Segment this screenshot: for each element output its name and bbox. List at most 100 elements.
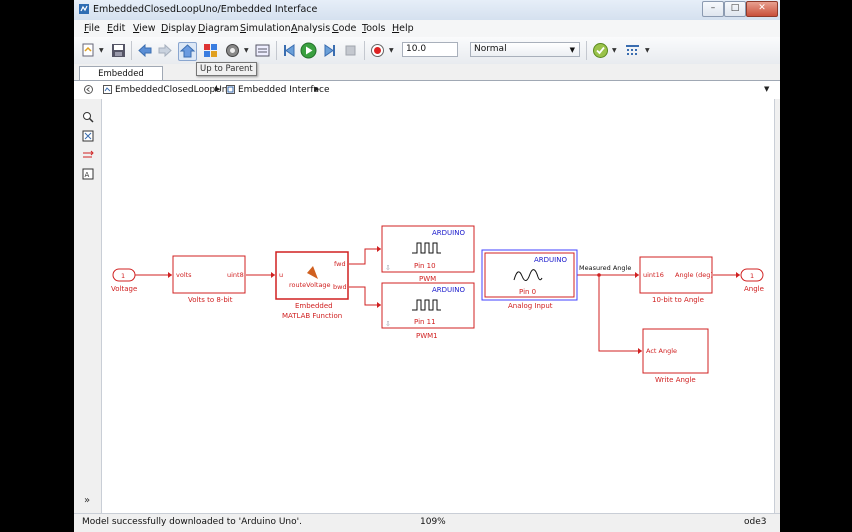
menu-diagram[interactable]: Diagram <box>198 23 239 34</box>
model-explorer-icon[interactable] <box>254 42 271 59</box>
matlab-label-line1: Embedded <box>295 302 333 310</box>
inport-label: Voltage <box>111 285 137 293</box>
menu-code[interactable]: Code <box>332 23 357 34</box>
model-icon <box>103 85 112 94</box>
breadcrumb-dropdown-icon[interactable]: ▼ <box>764 85 770 93</box>
breadcrumb: EmbeddedClosedLoopUno ▶ Embedded Interfa… <box>74 80 780 100</box>
zoom-icon[interactable] <box>82 111 94 123</box>
stop-time-field[interactable]: 10.0 <box>402 42 458 57</box>
close-button[interactable]: ✕ <box>746 1 778 17</box>
analog-label: Analog Input <box>508 302 553 310</box>
menu-analysis[interactable]: Analysis <box>291 23 331 34</box>
diagram-canvas[interactable]: 1 Voltage volts uint8 Volts to 8-bit u f… <box>102 99 774 513</box>
matlab-out-bwd: bwd <box>333 283 347 291</box>
menu-display[interactable]: Display <box>161 23 197 34</box>
bit-to-angle-block[interactable]: uint16 Angle (deg) 10-bit to Angle <box>639 256 713 304</box>
matlab-out-fwd: fwd <box>334 260 346 268</box>
analog-brand: ARDUINO <box>534 256 567 264</box>
library-browser-icon[interactable] <box>202 42 219 59</box>
title-bar: EmbeddedClosedLoopUno/Embedded Interface… <box>74 0 780 21</box>
status-bar: Model successfully downloaded to 'Arduin… <box>74 513 780 532</box>
menu-view[interactable]: View <box>133 23 156 34</box>
menu-simulation[interactable]: Simulation <box>240 23 291 34</box>
step-forward-icon[interactable] <box>321 42 338 59</box>
matlab-function-block[interactable]: u fwd bwd routeVoltage Embedded MATLAB F… <box>275 251 349 320</box>
pwm1-block[interactable]: ARDUINO Pin 11 ⇩ PWM1 <box>381 282 475 340</box>
breadcrumb-item-model[interactable]: EmbeddedClosedLoopUno <box>115 85 233 95</box>
build-icon[interactable] <box>624 42 641 59</box>
minimize-button[interactable]: – <box>702 1 724 17</box>
outport-label: Angle <box>744 285 764 293</box>
step-back-icon[interactable] <box>281 42 298 59</box>
build-dropdown-icon[interactable]: ▼ <box>645 47 650 54</box>
volts-in-port: volts <box>176 271 192 279</box>
outport-angle[interactable]: 1 Angle <box>740 268 764 293</box>
volts-to-8bit-block[interactable]: volts uint8 Volts to 8-bit <box>172 255 246 304</box>
config-dropdown-icon[interactable]: ▼ <box>244 47 249 54</box>
save-icon[interactable] <box>110 42 127 59</box>
signal-line-icon[interactable] <box>82 149 94 161</box>
model-advisor-icon[interactable] <box>592 42 609 59</box>
window-title: EmbeddedClosedLoopUno/Embedded Interface <box>93 4 318 15</box>
simulation-mode-value: Normal <box>474 44 507 54</box>
wire[interactable] <box>349 248 381 265</box>
volts-out-port: uint8 <box>227 271 244 279</box>
record-icon[interactable] <box>369 42 386 59</box>
menu-help[interactable]: Help <box>392 23 414 34</box>
expand-palette-icon[interactable]: » <box>84 495 91 506</box>
pwm1-pin: Pin 11 <box>414 318 436 326</box>
fit-to-view-icon[interactable] <box>82 130 94 142</box>
analog-input-block[interactable]: ARDUINO Pin 0 Analog Input <box>481 249 578 310</box>
inport-number: 1 <box>121 272 125 280</box>
sine-wave-icon <box>513 269 543 281</box>
menu-bar: File Edit View Display Diagram Simulatio… <box>74 20 780 37</box>
menu-file[interactable]: File <box>84 23 100 34</box>
maximize-button[interactable]: □ <box>724 1 746 17</box>
pwm-block[interactable]: ARDUINO Pin 10 ⇩ PWM <box>381 225 475 283</box>
volts-block-label: Volts to 8-bit <box>188 296 233 304</box>
tab-embedded-interface[interactable]: Embedded Interface <box>79 66 163 93</box>
pwm-pin: Pin 10 <box>414 262 436 270</box>
simulink-app-icon <box>79 4 89 14</box>
new-dropdown-icon[interactable]: ▼ <box>99 47 104 54</box>
pwm1-brand: ARDUINO <box>432 286 465 294</box>
subsystem-icon <box>226 85 235 94</box>
convert-label: 10-bit to Angle <box>652 296 704 304</box>
new-model-icon[interactable] <box>80 42 97 59</box>
matlab-label-line2: MATLAB Function <box>282 312 342 320</box>
wire[interactable] <box>349 286 381 306</box>
simulation-mode-select[interactable]: Normal ▼ <box>470 42 580 57</box>
zoom-level: 109% <box>420 517 446 527</box>
advisor-dropdown-icon[interactable]: ▼ <box>612 47 617 54</box>
stop-icon[interactable] <box>342 42 359 59</box>
write-label: Write Angle <box>655 376 696 384</box>
annotation-icon[interactable]: A <box>82 168 94 180</box>
up-to-parent-icon[interactable] <box>178 42 197 61</box>
select-chevron-icon: ▼ <box>569 46 575 54</box>
inport-voltage[interactable]: 1 Voltage <box>111 268 137 293</box>
matlab-logo-icon <box>307 266 318 279</box>
matlab-in-port: u <box>279 271 283 279</box>
model-config-icon[interactable] <box>224 42 241 59</box>
write-angle-block[interactable]: Act Angle Write Angle <box>642 328 709 384</box>
write-in-port: Act Angle <box>646 347 677 355</box>
analog-pin: Pin 0 <box>519 288 536 296</box>
menu-tools[interactable]: Tools <box>362 23 386 34</box>
breadcrumb-item-subsystem[interactable]: Embedded Interface <box>238 85 330 95</box>
menu-edit[interactable]: Edit <box>107 23 126 34</box>
record-dropdown-icon[interactable]: ▼ <box>389 47 394 54</box>
breadcrumb-arrow-icon[interactable]: ▶ <box>215 85 221 93</box>
solver-name[interactable]: ode3 <box>744 517 767 527</box>
back-icon[interactable] <box>136 42 153 59</box>
pwm-brand: ARDUINO <box>432 229 465 237</box>
tool-palette: A » <box>74 99 102 513</box>
wire[interactable] <box>598 275 642 352</box>
tab-strip: Embedded Interface <box>74 64 780 93</box>
signal-label-measured-angle[interactable]: Measured Angle <box>579 264 631 272</box>
run-icon[interactable] <box>300 42 317 59</box>
pwm-label: PWM <box>419 275 436 283</box>
hide-browser-icon[interactable] <box>84 85 93 94</box>
breadcrumb-arrow-icon[interactable]: ▶ <box>314 85 320 93</box>
pwm1-label: PWM1 <box>416 332 438 340</box>
forward-icon[interactable] <box>157 42 174 59</box>
